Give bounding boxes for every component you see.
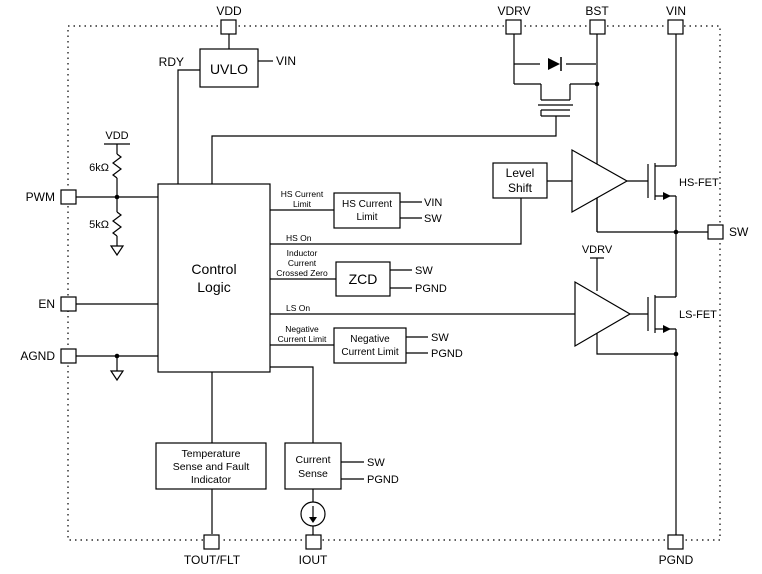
label-r-top: 6kΩ [89, 162, 109, 174]
control-logic-label-2: Logic [197, 279, 230, 295]
hs-current-limit-block [333, 192, 401, 229]
hs-driver-buffer [571, 148, 629, 214]
wires [76, 34, 708, 535]
negative-current-limit-label-2: Current Limit [341, 347, 398, 358]
ls-driver-buffer [574, 280, 632, 348]
label-rdy: RDY [159, 55, 184, 69]
pins [60, 19, 724, 550]
pin-label-iout: IOUT [299, 553, 328, 567]
label-negative-sig-1: Negative [285, 324, 319, 334]
pin-label-en: EN [38, 297, 55, 311]
pin-vin-top [667, 19, 684, 35]
label-hs-current-limit-sig-1: HS Current [281, 189, 324, 199]
hs-current-limit-label-1: HS Current [342, 199, 392, 210]
uvlo-block [199, 48, 259, 88]
label-inductor-zero-1: Inductor [287, 248, 318, 258]
label-uvlo-vin: VIN [276, 54, 296, 68]
label-ncl-sw: SW [431, 332, 449, 344]
current-sense-label-2: Sense [298, 468, 328, 480]
label-hs-on: HS On [286, 233, 312, 243]
pin-vdrv-top [505, 19, 522, 35]
current-sense-block [284, 442, 342, 490]
pin-label-tout-flt: TOUT/FLT [184, 553, 241, 567]
iout-current-source [300, 501, 326, 527]
pin-iout [305, 534, 322, 550]
pin-label-bst: BST [585, 4, 609, 18]
pin-bst [589, 19, 606, 35]
label-hs-cl-vin: VIN [424, 197, 442, 209]
label-inductor-zero-2: Current [288, 258, 317, 268]
pin-label-vin-top: VIN [666, 4, 686, 18]
label-ls-fet: LS-FET [679, 309, 717, 321]
label-hs-cl-sw: SW [424, 213, 442, 225]
pin-tout-flt [203, 534, 220, 550]
label-cs-sw: SW [367, 457, 385, 469]
label-negative-sig-2: Current Limit [278, 334, 327, 344]
label-zcd-sw: SW [415, 265, 433, 277]
label-cs-pgnd: PGND [367, 474, 399, 486]
label-inductor-zero-3: Crossed Zero [276, 268, 328, 278]
label-ncl-pgnd: PGND [431, 348, 463, 360]
label-vdrv-mid: VDRV [582, 244, 613, 256]
pin-label-pwm: PWM [26, 190, 55, 204]
label-vdd-res: VDD [105, 130, 128, 142]
zcd-label: ZCD [349, 271, 378, 287]
control-logic-label-1: Control [191, 261, 236, 277]
current-sense-label-1: Current [295, 454, 330, 466]
bootstrap-diode [548, 57, 562, 71]
zcd-block [335, 261, 391, 297]
level-shift-label-2: Shift [508, 181, 533, 195]
pin-agnd [60, 348, 77, 364]
negative-current-limit-label-1: Negative [350, 334, 390, 345]
pin-label-pgnd: PGND [659, 553, 694, 567]
pin-label-agnd: AGND [20, 349, 55, 363]
label-zcd-pgnd: PGND [415, 283, 447, 295]
pin-sw [707, 224, 724, 240]
control-logic-block [157, 183, 271, 373]
level-shift-block [492, 162, 548, 199]
uvlo-label: UVLO [210, 61, 248, 77]
temperature-sense-label-3: Indicator [191, 474, 232, 486]
label-hs-fet: HS-FET [679, 177, 719, 189]
pin-vdd-top [220, 19, 237, 35]
label-r-bottom: 5kΩ [89, 219, 109, 231]
pin-pwm [60, 189, 77, 205]
level-shift-label-1: Level [506, 166, 535, 180]
pin-label-vdrv-top: VDRV [497, 4, 530, 18]
temperature-sense-block [155, 442, 267, 490]
label-hs-current-limit-sig-2: Limit [293, 199, 312, 209]
junction-dots [114, 81, 679, 359]
temperature-sense-label-1: Temperature [182, 448, 241, 460]
temperature-sense-label-2: Sense and Fault [173, 461, 250, 473]
negative-current-limit-block [333, 327, 407, 364]
pin-label-vdd-top: VDD [216, 4, 242, 18]
pin-pgnd [667, 534, 684, 550]
label-ls-on: LS On [286, 303, 310, 313]
hs-current-limit-label-2: Limit [356, 212, 377, 223]
package-outline [67, 25, 721, 541]
pin-en [60, 296, 77, 312]
pin-label-sw: SW [729, 225, 749, 239]
